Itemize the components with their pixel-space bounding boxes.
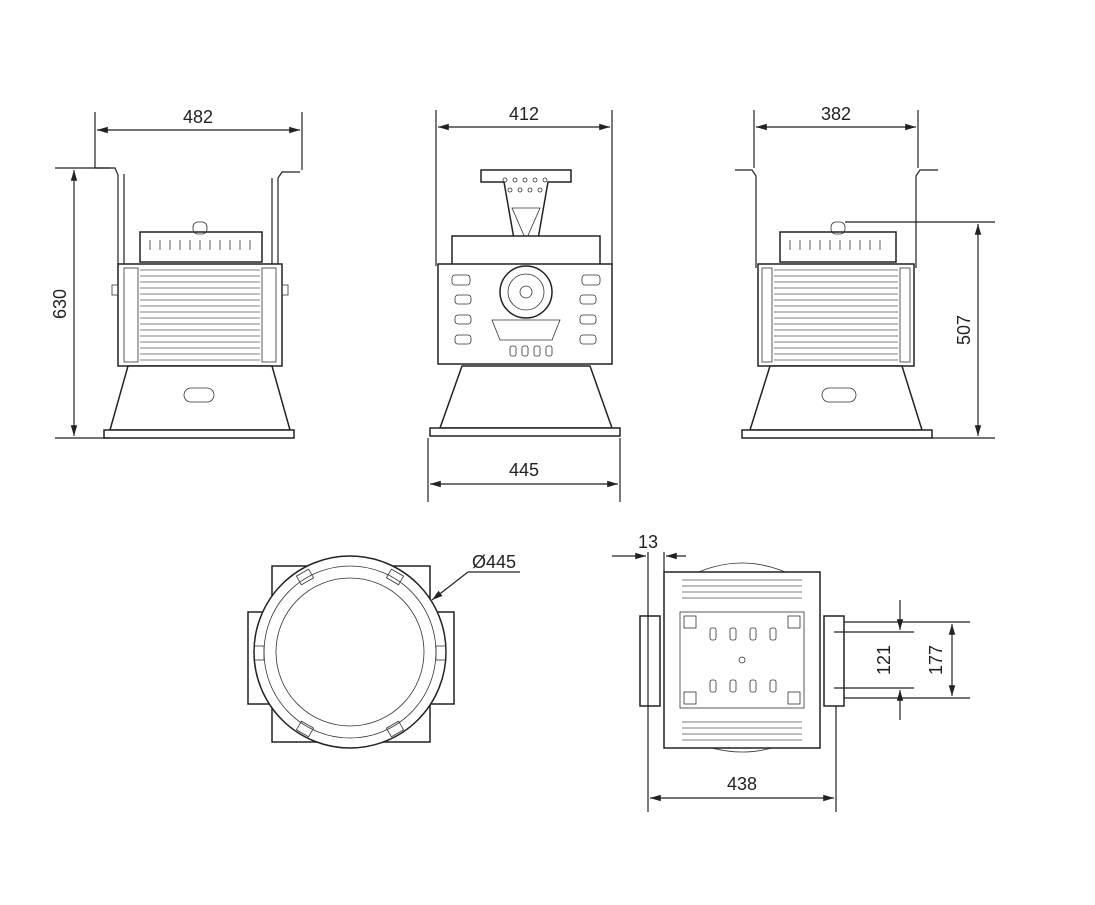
rear-view xyxy=(735,169,938,439)
bottom-view xyxy=(247,555,455,749)
top-width-label: 438 xyxy=(727,774,757,794)
hole-spacing-outer-label: 177 xyxy=(926,645,946,675)
bottom-diameter-label: Ø445 xyxy=(472,552,516,572)
front-height-label: 630 xyxy=(50,289,70,319)
top-view xyxy=(639,562,845,753)
side-view xyxy=(429,169,621,437)
dimension-lines xyxy=(55,110,995,812)
side-top-width-label: 412 xyxy=(509,104,539,124)
front-view xyxy=(95,167,300,439)
top-offset-label: 13 xyxy=(638,532,658,552)
rear-height-label: 507 xyxy=(954,315,974,345)
rear-width-label: 382 xyxy=(821,104,851,124)
side-base-width-label: 445 xyxy=(509,460,539,480)
hole-spacing-inner-label: 121 xyxy=(874,645,894,675)
front-width-label: 482 xyxy=(183,107,213,127)
